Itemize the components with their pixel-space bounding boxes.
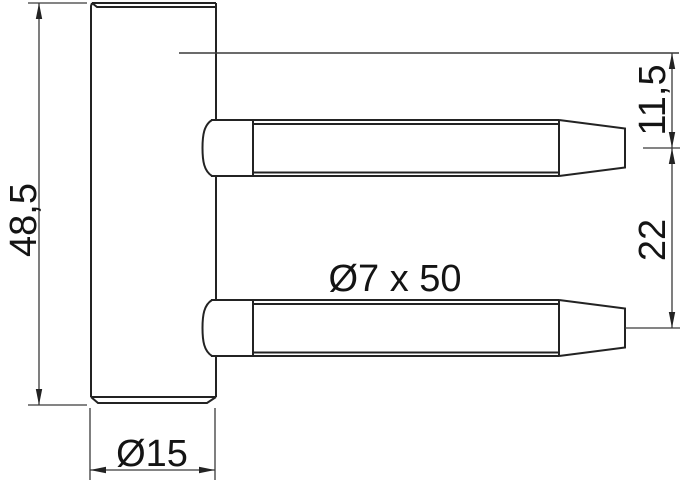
pin-spacing-label: 22 [632, 219, 674, 261]
base-diameter-label: Ø15 [116, 433, 188, 475]
pin-size-label: Ø7 x 50 [328, 258, 461, 300]
arrowhead-down-icon [668, 132, 676, 148]
lower-pin-rounded-cap [201, 299, 213, 357]
upper-fixing-pin [201, 119, 626, 177]
pin-top-offset-label: 11,5 [632, 64, 674, 135]
lower-fixing-pin [201, 299, 626, 357]
arrowhead-up-icon [35, 3, 43, 19]
upper-pin-tapered-tip [558, 119, 626, 177]
hinge-body [90, 2, 217, 404]
body-bottom-chamfer-line [90, 396, 217, 404]
arrowhead-left-icon [90, 466, 106, 474]
arrowhead-up-icon [668, 53, 676, 69]
body-top-chamfer-line [91, 2, 215, 8]
lower-pin-tapered-tip [558, 299, 626, 357]
dimension-overall-height: 48,5 [3, 2, 87, 406]
arrowhead-right-icon [199, 466, 215, 474]
arrowhead-down-icon [668, 312, 676, 328]
dimension-pin-top-offset: 11,5 [632, 53, 680, 149]
arrowhead-up-icon [668, 148, 676, 164]
arrowhead-down-icon [35, 389, 43, 405]
dimension-pin-spacing: 22 [625, 148, 680, 329]
overall-height-label: 48,5 [3, 183, 45, 257]
dimension-base-diameter: Ø15 [89, 408, 216, 480]
body-left-edge [90, 2, 93, 397]
upper-pin-rounded-cap [201, 119, 213, 177]
